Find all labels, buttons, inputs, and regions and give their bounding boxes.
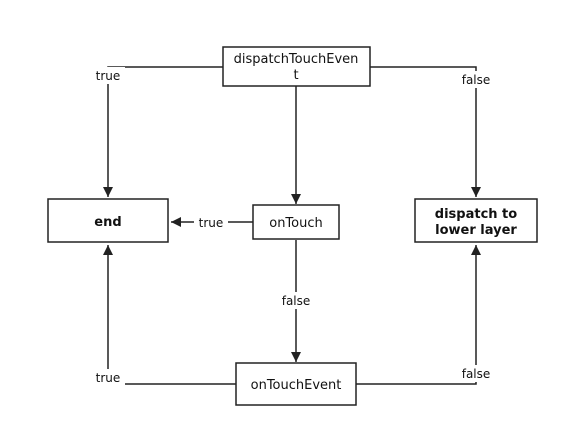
node-label-line1: dispatch to xyxy=(435,207,517,222)
edge-label-dispatch-to-end: true xyxy=(96,69,121,83)
edge-label-ontouch-to-ontouchevent: false xyxy=(282,294,311,308)
node-box xyxy=(414,198,538,243)
edge-dispatch-to-end xyxy=(103,66,223,197)
edge-label-ontouchevent-to-end: true xyxy=(96,371,121,385)
node-box xyxy=(252,204,340,240)
edge-label-ontouchevent-to-lower: false xyxy=(462,367,491,381)
node-label-line2: t xyxy=(293,68,298,83)
edge-labels: true false true false true false xyxy=(91,67,495,386)
node-dispatch-touch-event: dispatchTouchEven t xyxy=(222,46,371,87)
node-box xyxy=(47,198,169,243)
node-label: onTouch xyxy=(269,216,323,231)
edge-dispatch-to-lower xyxy=(370,66,481,197)
node-on-touch-event: onTouchEvent xyxy=(235,362,357,406)
edge-label-ontouch-to-end: true xyxy=(199,216,224,230)
node-on-touch: onTouch xyxy=(252,204,340,240)
edge-label-dispatch-to-lower: false xyxy=(462,73,491,87)
node-label-line2: lower layer xyxy=(435,223,517,238)
node-box xyxy=(222,46,371,87)
node-label: onTouchEvent xyxy=(251,378,342,393)
edge-ontouchevent-to-lower xyxy=(356,245,481,385)
node-label-line1: dispatchTouchEven xyxy=(234,52,359,67)
node-label: end xyxy=(94,215,121,230)
edge-ontouchevent-to-end xyxy=(103,245,236,385)
node-box xyxy=(235,362,357,406)
node-dispatch-to-lower-layer: dispatch to lower layer xyxy=(414,198,538,243)
node-end: end xyxy=(47,198,169,243)
